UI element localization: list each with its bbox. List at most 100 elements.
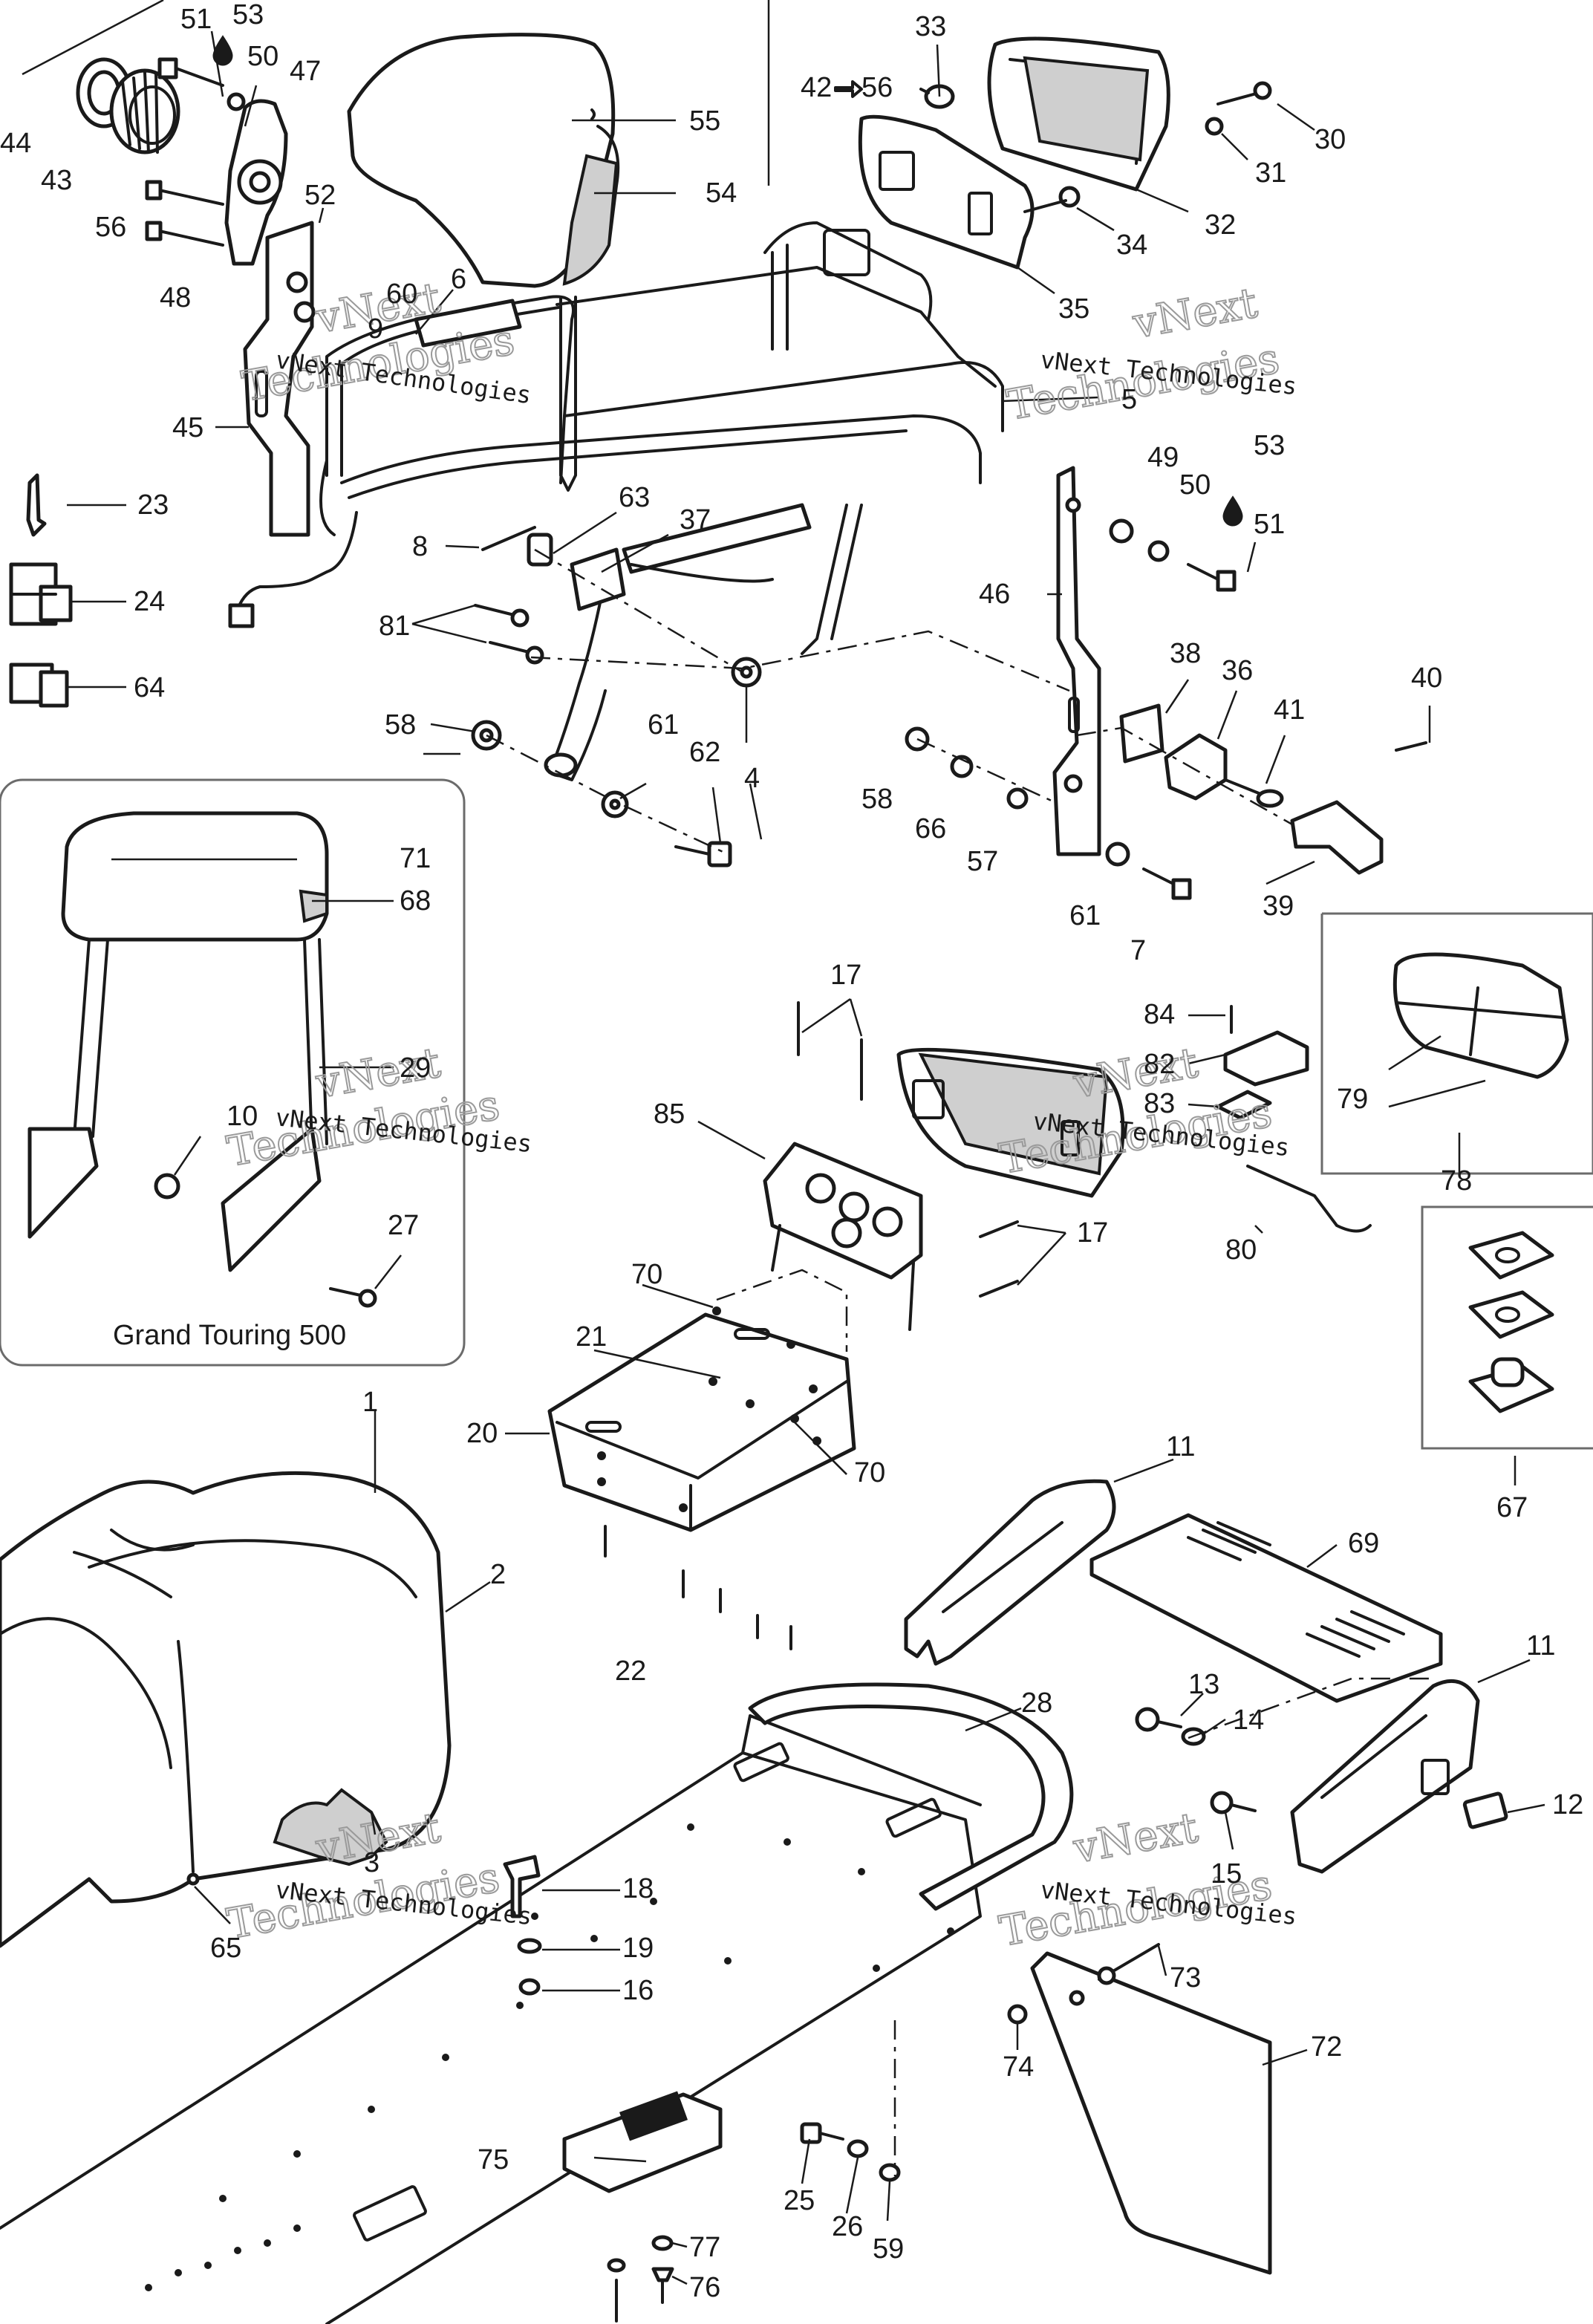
part-33-bulb	[919, 84, 955, 109]
grand-touring-inset	[0, 778, 466, 1367]
callout-2: 2	[490, 1559, 506, 1590]
callout-36: 36	[1222, 655, 1253, 686]
leader-lines	[67, 30, 1545, 2285]
callout-47: 47	[290, 56, 321, 87]
callout-35: 35	[1058, 293, 1089, 325]
callout-4: 4	[744, 763, 760, 794]
kit-box-67	[1421, 1205, 1593, 1450]
chassis-tunnel	[0, 1682, 1074, 2324]
part-11-cover-lower	[1290, 1679, 1480, 1874]
callout-29: 29	[400, 1052, 431, 1084]
callout-81: 81	[379, 611, 410, 642]
callout-5: 5	[1121, 384, 1137, 415]
callout-61: 61	[648, 709, 679, 741]
callout-65: 65	[210, 1933, 241, 1964]
callout-51-right: 51	[1254, 509, 1285, 540]
callout-22: 22	[615, 1656, 646, 1687]
watermark-large: vNext	[1069, 1039, 1202, 1108]
callout-61-right: 61	[1069, 900, 1101, 931]
part-27-screw	[329, 1287, 377, 1308]
part-65-grommet	[186, 1872, 200, 1886]
callout-43: 43	[41, 165, 72, 196]
callout-82: 82	[1144, 1049, 1175, 1080]
callout-70-right: 70	[854, 1457, 885, 1488]
part-35-lens	[858, 114, 1035, 270]
callout-45: 45	[172, 412, 203, 443]
part-48-screws	[145, 180, 224, 247]
part-38-plate	[1119, 703, 1164, 764]
part-41-pin	[1224, 778, 1284, 808]
rack-hardware	[471, 526, 1070, 868]
callout-58: 58	[385, 709, 416, 741]
callout-78: 78	[1441, 1165, 1472, 1197]
callout-18: 18	[622, 1873, 654, 1904]
callout-62: 62	[689, 737, 720, 768]
part-74-washer	[1007, 2004, 1028, 2025]
callout-15: 15	[1211, 1858, 1242, 1890]
storage-tray	[547, 1269, 856, 1650]
part-50-washer	[227, 92, 246, 111]
part-4-bolt	[674, 841, 732, 868]
callout-68: 68	[400, 885, 431, 917]
watermark-large: vNext	[1069, 1804, 1202, 1873]
tunnel-holes	[145, 1823, 954, 2291]
callout-72: 72	[1311, 2031, 1342, 2063]
callout-14: 14	[1233, 1705, 1264, 1736]
callout-9: 9	[368, 313, 383, 345]
callout-39: 39	[1263, 891, 1294, 922]
part-83-plate	[1216, 1090, 1272, 1120]
callout-1: 1	[362, 1387, 378, 1418]
callout-79: 79	[1337, 1084, 1368, 1115]
callout-73: 73	[1170, 1962, 1201, 1993]
callout-60: 60	[386, 279, 417, 310]
part-57-washer	[1006, 787, 1029, 810]
part-24-connector	[9, 562, 73, 626]
callout-11: 11	[1166, 1431, 1195, 1462]
callout-70: 70	[631, 1259, 662, 1290]
callout-17-right: 17	[1077, 1217, 1108, 1249]
callout-8: 8	[412, 531, 428, 562]
part-51-screw-top	[157, 57, 224, 87]
callout-33: 33	[915, 11, 946, 42]
luggage-rack	[228, 221, 1004, 781]
seat	[0, 1471, 452, 1948]
callout-41: 41	[1274, 694, 1305, 726]
part-53-drop-icon-right	[1222, 495, 1243, 527]
part-13-screw	[1135, 1707, 1182, 1732]
callout-69: 69	[1348, 1528, 1379, 1559]
callout-64: 64	[134, 672, 165, 703]
part-22-screws	[604, 1525, 792, 1650]
callout-25: 25	[784, 2185, 815, 2216]
watermark-large: vNext	[1129, 279, 1261, 348]
part-12-reflector	[1462, 1791, 1508, 1829]
callout-85: 85	[654, 1098, 685, 1130]
part-45-bracket	[243, 221, 316, 537]
callout-38: 38	[1170, 638, 1201, 669]
part-75-pad	[562, 2091, 723, 2193]
callout-10: 10	[227, 1101, 258, 1132]
callout-56: 56	[95, 212, 126, 243]
callout-3: 3	[364, 1847, 379, 1878]
kit-box-78	[1320, 912, 1593, 1175]
callout-13: 13	[1188, 1669, 1219, 1700]
part-64-connector	[9, 663, 69, 708]
callout-30: 30	[1315, 124, 1346, 155]
callout-55: 55	[689, 105, 720, 137]
callout-7: 7	[1130, 935, 1146, 966]
part-46-bracket	[1052, 466, 1101, 856]
part-31-washer	[1205, 117, 1224, 136]
callout-27: 27	[388, 1210, 419, 1241]
callout-46: 46	[979, 579, 1010, 610]
callout-63: 63	[619, 482, 650, 513]
part-34-nut	[1058, 186, 1081, 208]
callout-54: 54	[706, 178, 737, 209]
part-40-pin	[1395, 741, 1427, 752]
part-18-19-16-stack	[503, 1855, 542, 1996]
tail-light-lower	[763, 1001, 1372, 1331]
callout-75: 75	[478, 2144, 509, 2175]
callout-71: 71	[400, 843, 431, 874]
snow-flap	[1007, 1943, 1272, 2275]
part-36-bracket	[1164, 733, 1228, 801]
backrest-pad	[347, 33, 620, 288]
